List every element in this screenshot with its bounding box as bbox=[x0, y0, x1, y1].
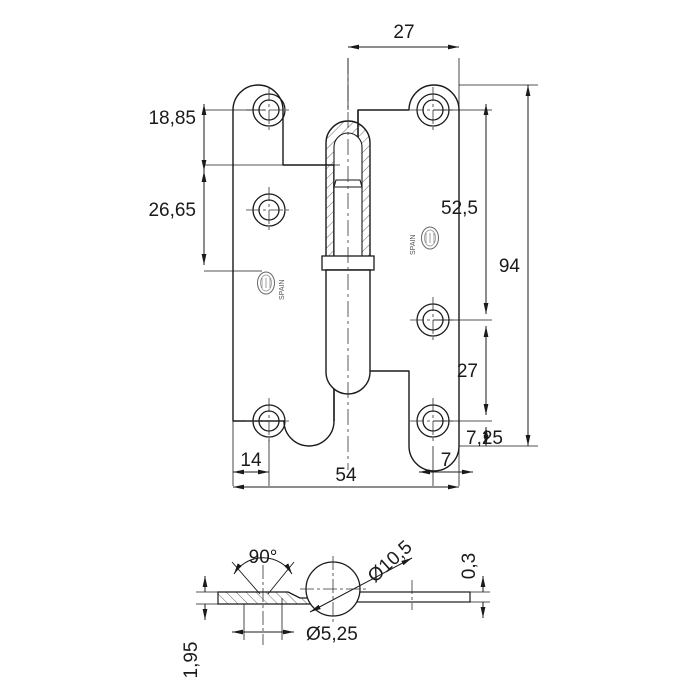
right-leaf bbox=[357, 84, 460, 472]
dim-1-95-label: 1,95 bbox=[181, 642, 202, 679]
dim-90deg-label: 90° bbox=[249, 547, 278, 568]
dim-26-65-vertical: 26,65 bbox=[148, 171, 262, 272]
dim-d10-5-label: Ø10,5 bbox=[364, 537, 417, 587]
dim-0-3-label: 0,3 bbox=[459, 553, 480, 579]
dim-d5-25-horizontal: Ø5,25 bbox=[232, 598, 358, 645]
dim-94-label: 94 bbox=[499, 256, 521, 277]
dim-18-85-vertical: 18,85 bbox=[148, 104, 340, 171]
dim-52-5-vertical: 52,5 bbox=[433, 104, 492, 321]
dim-27-vertical: 27 bbox=[433, 326, 492, 422]
dim-d5-25-label: Ø5,25 bbox=[306, 624, 358, 645]
dim-27-label: 27 bbox=[393, 22, 414, 43]
dim-26-65-label: 26,65 bbox=[148, 200, 196, 221]
dim-14-label: 14 bbox=[240, 450, 262, 471]
dim-90deg-angle: 90° bbox=[231, 547, 295, 595]
left-plate-logo-text: SPAIN bbox=[279, 280, 286, 301]
section-leaf-right bbox=[345, 591, 471, 603]
dim-7-horizontal: 7 bbox=[419, 446, 473, 486]
dim-7-25-vertical: 7,25 bbox=[466, 427, 503, 449]
hinge-front-view: SPAIN SPAIN 27 18,8 bbox=[148, 22, 538, 490]
dim-1-95-vertical: 1,95 bbox=[181, 576, 222, 678]
dim-27-horizontal: 27 bbox=[347, 22, 460, 110]
dim-27-vertical-label: 27 bbox=[457, 361, 478, 382]
dim-54-label: 54 bbox=[335, 465, 357, 486]
hinge-section-view: 90° Ø10,5 0,3 1,95 bbox=[181, 537, 490, 678]
dim-52-5-label: 52,5 bbox=[441, 198, 478, 219]
right-plate-logo: SPAIN bbox=[410, 226, 439, 256]
left-plate-logo: SPAIN bbox=[257, 271, 286, 301]
right-plate-logo-text: SPAIN bbox=[410, 235, 417, 256]
dim-94-vertical: 94 bbox=[459, 84, 538, 447]
dim-18-85-label: 18,85 bbox=[148, 108, 196, 129]
left-leaf bbox=[232, 84, 335, 447]
dim-14-horizontal: 14 bbox=[232, 421, 270, 486]
dim-0-3-vertical: 0,3 bbox=[459, 553, 490, 618]
dim-54-horizontal: 54 bbox=[233, 465, 459, 490]
dim-7-label: 7 bbox=[441, 450, 452, 471]
dim-7-25-label: 7,25 bbox=[466, 428, 503, 449]
